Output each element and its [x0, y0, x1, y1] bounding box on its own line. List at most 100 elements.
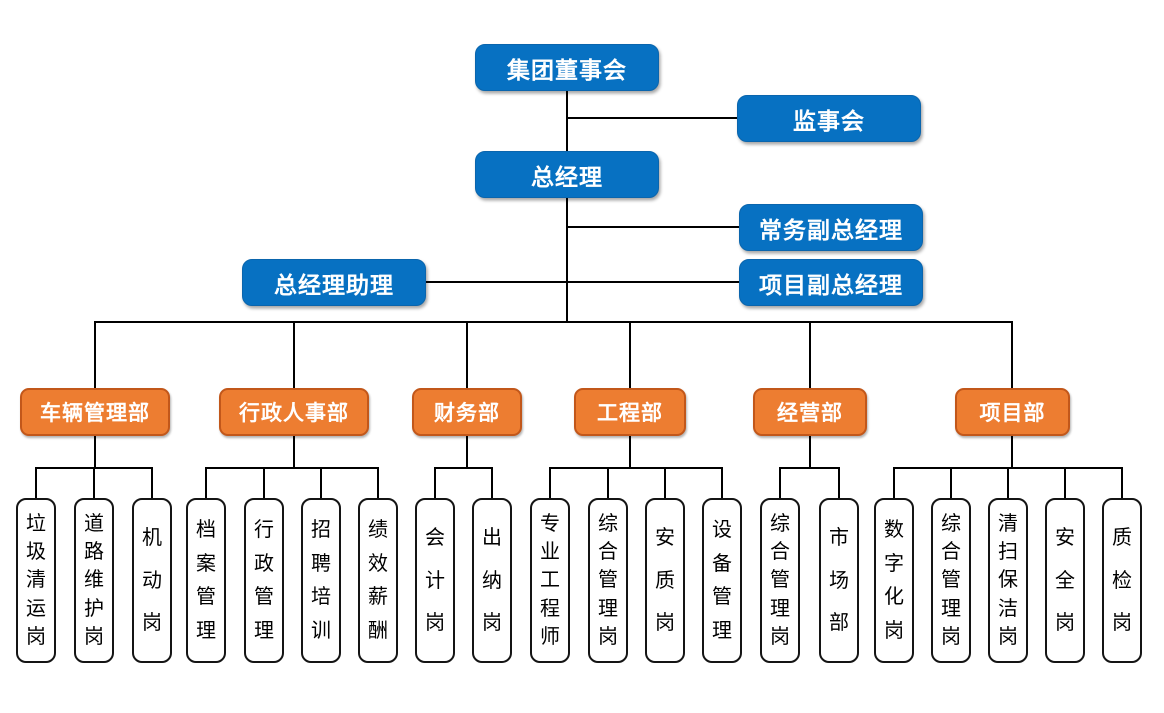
- node-position-char: 岗: [425, 611, 445, 634]
- node-position-char: 安: [1055, 527, 1075, 550]
- node-position[interactable]: 安质岗: [645, 498, 685, 663]
- node-position-char: 理: [196, 620, 216, 643]
- node-position-char: 备: [712, 552, 732, 575]
- node-position[interactable]: 机动岗: [132, 498, 172, 663]
- connector-stub-dept-6: [1011, 436, 1013, 468]
- node-position-char: 岗: [941, 625, 961, 648]
- connector-leaf-bus-5: [779, 467, 840, 469]
- node-position[interactable]: 行政管理: [244, 498, 284, 663]
- connector-stub-dept-1: [94, 436, 96, 468]
- node-board[interactable]: 集团董事会: [475, 44, 659, 91]
- node-position-char: 场: [829, 569, 849, 592]
- node-position[interactable]: 出纳岗: [472, 498, 512, 663]
- node-position-char: 政: [254, 552, 274, 575]
- node-position-char: 清: [26, 569, 46, 592]
- node-dept-label: 行政人事部: [239, 402, 349, 425]
- node-position-char: 岗: [598, 625, 618, 648]
- node-position-char: 管: [196, 586, 216, 609]
- node-position-char: 理: [598, 597, 618, 620]
- node-gm[interactable]: 总经理: [475, 151, 659, 198]
- node-position[interactable]: 数字化岗: [874, 498, 914, 663]
- node-dept-label: 项目部: [979, 402, 1046, 425]
- node-position-char: 圾: [26, 541, 46, 564]
- node-position-char: 酬: [368, 620, 388, 643]
- node-position[interactable]: 档案管理: [186, 498, 226, 663]
- node-position-char: 理: [941, 597, 961, 620]
- node-position-char: 计: [425, 569, 445, 592]
- node-position[interactable]: 招聘培训: [301, 498, 341, 663]
- node-position[interactable]: 设备管理: [702, 498, 742, 663]
- node-position-char: 字: [884, 552, 904, 575]
- connector-drop-leaf: [950, 468, 952, 498]
- node-position-char: 理: [770, 597, 790, 620]
- node-position-char: 训: [311, 620, 331, 643]
- node-position[interactable]: 安全岗: [1045, 498, 1085, 663]
- node-position[interactable]: 道路维护岗: [74, 498, 114, 663]
- node-position[interactable]: 绩效薪酬: [358, 498, 398, 663]
- connector-drop-leaf: [35, 468, 37, 498]
- node-position-char: 管: [941, 569, 961, 592]
- node-position-char: 综: [598, 513, 618, 536]
- connector-drop-dept-2: [293, 322, 295, 388]
- node-gm-assistant[interactable]: 总经理助理: [242, 259, 426, 306]
- node-dept-engineering[interactable]: 工程部: [574, 388, 686, 436]
- node-dept-vehicle[interactable]: 车辆管理部: [20, 388, 170, 436]
- node-deputy-gm-executive-label: 常务副总经理: [759, 216, 903, 243]
- node-position-char: 专: [540, 513, 560, 536]
- node-position[interactable]: 质检岗: [1102, 498, 1142, 663]
- connector-stub-dept-5: [809, 436, 811, 468]
- node-dept-hr-admin[interactable]: 行政人事部: [219, 388, 369, 436]
- node-dept-label: 车辆管理部: [40, 402, 150, 425]
- connector-drop-dept-5: [809, 322, 811, 388]
- node-dept-operations[interactable]: 经营部: [753, 388, 867, 436]
- node-position-char: 保: [998, 569, 1018, 592]
- node-position-char: 业: [540, 541, 560, 564]
- node-dept-finance[interactable]: 财务部: [412, 388, 522, 436]
- connector-stub-dept-3: [466, 436, 468, 468]
- node-deputy-gm-project[interactable]: 项目副总经理: [739, 259, 923, 306]
- node-position-char: 路: [84, 541, 104, 564]
- node-position-char: 岗: [1055, 611, 1075, 634]
- connector-drop-leaf: [263, 468, 265, 498]
- node-position-char: 安: [655, 527, 675, 550]
- node-position[interactable]: 会计岗: [415, 498, 455, 663]
- node-position-char: 动: [142, 569, 162, 592]
- connector-leaf-bus-2: [205, 467, 379, 469]
- connector-drop-leaf: [434, 468, 436, 498]
- node-position[interactable]: 综合管理岗: [760, 498, 800, 663]
- connector-drop-dept-1: [94, 322, 96, 388]
- connector-drop-leaf: [779, 468, 781, 498]
- node-deputy-gm-executive[interactable]: 常务副总经理: [739, 204, 923, 251]
- node-position-char: 纳: [482, 569, 502, 592]
- node-position-char: 运: [26, 597, 46, 620]
- node-position-char: 聘: [311, 552, 331, 575]
- node-position-char: 护: [84, 597, 104, 620]
- node-position[interactable]: 清扫保洁岗: [988, 498, 1028, 663]
- node-position-char: 维: [84, 569, 104, 592]
- node-deputy-gm-project-label: 项目副总经理: [759, 271, 903, 298]
- node-position[interactable]: 综合管理岗: [588, 498, 628, 663]
- connector-drop-dept-3: [466, 322, 468, 388]
- node-position[interactable]: 市场部: [819, 498, 859, 663]
- node-position-char: 案: [196, 552, 216, 575]
- node-position[interactable]: 专业工程师: [530, 498, 570, 663]
- connector-drop-leaf: [151, 468, 153, 498]
- node-position-char: 管: [254, 586, 274, 609]
- node-position[interactable]: 综合管理岗: [931, 498, 971, 663]
- connector-drop-leaf: [893, 468, 895, 498]
- node-position-char: 市: [829, 527, 849, 550]
- node-gm-label: 总经理: [531, 163, 603, 190]
- node-position-char: 工: [540, 569, 560, 592]
- node-position-char: 岗: [998, 625, 1018, 648]
- connector-drop-leaf: [1064, 468, 1066, 498]
- node-supervisory-label: 监事会: [793, 107, 865, 134]
- node-position-char: 综: [770, 513, 790, 536]
- connector-supervisory: [567, 117, 737, 119]
- node-position[interactable]: 垃圾清运岗: [16, 498, 56, 663]
- connector-stub-dept-4: [629, 436, 631, 468]
- node-position-char: 设: [712, 518, 732, 541]
- node-position-char: 部: [829, 611, 849, 634]
- node-supervisory[interactable]: 监事会: [737, 95, 921, 142]
- node-position-char: 岗: [1112, 611, 1132, 634]
- node-dept-project[interactable]: 项目部: [955, 388, 1070, 436]
